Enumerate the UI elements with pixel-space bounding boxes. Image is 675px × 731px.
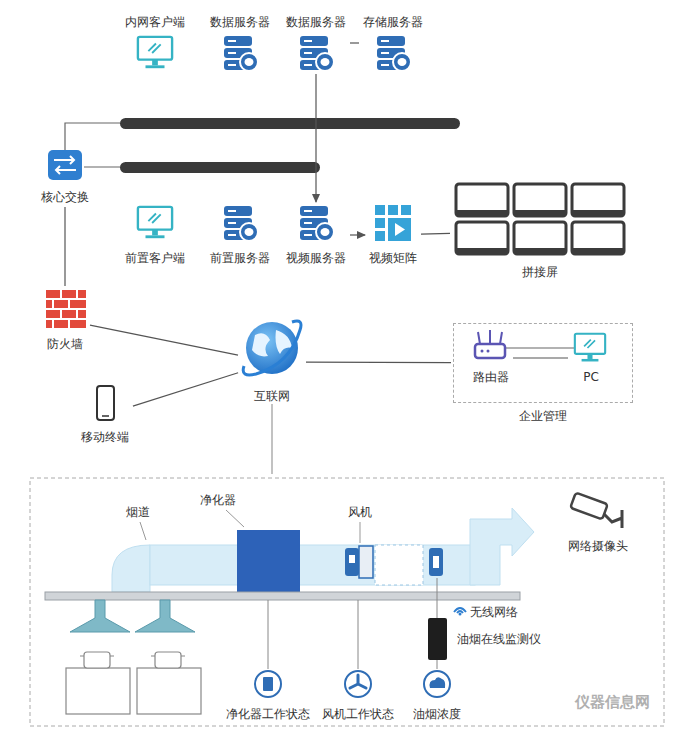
signal-label: 无线网络 xyxy=(470,604,518,620)
icon-space xyxy=(44,288,86,330)
node-label: 路由器 xyxy=(473,369,509,385)
node-label: 网络摄像头 xyxy=(568,538,628,554)
node-label: 净化器工作状态 xyxy=(226,706,310,722)
status-circle: 油烟浓度 xyxy=(411,670,463,722)
server-icon: 数据服务器 xyxy=(208,14,272,72)
status-circle: 风机工作状态 xyxy=(320,670,396,722)
icon-space xyxy=(429,618,451,660)
node-label: 前置客户端 xyxy=(125,250,185,266)
node-label: 移动终端 xyxy=(81,429,129,445)
node-label: 拼接屏 xyxy=(522,264,558,280)
icon-space xyxy=(572,331,610,363)
matrix-icon: 视频矩阵 xyxy=(367,204,419,266)
monitor-device: 油烟在线监测仪 xyxy=(427,618,543,660)
icon-space xyxy=(253,670,283,700)
connector xyxy=(350,42,359,43)
node-label: 数据服务器 xyxy=(286,14,346,30)
icon-space xyxy=(454,182,626,258)
status-circle: 净化器工作状态 xyxy=(224,670,312,722)
connector xyxy=(306,362,451,364)
icon-space xyxy=(343,670,373,700)
client-icon: 内网客户端 xyxy=(123,14,187,72)
node-label: 视频服务器 xyxy=(286,250,346,266)
server-icon: 前置服务器 xyxy=(208,204,272,266)
connector xyxy=(133,373,238,406)
part-label: 风机 xyxy=(348,504,372,520)
node-label: 前置服务器 xyxy=(210,250,270,266)
icon-space xyxy=(374,34,412,72)
icon-space xyxy=(221,204,259,244)
icon-space xyxy=(374,204,412,244)
part-label: 烟道 xyxy=(126,504,150,520)
icon-space xyxy=(297,204,335,244)
switch-icon: 核心交换 xyxy=(39,149,91,205)
node-label: 油烟浓度 xyxy=(413,706,461,722)
connector xyxy=(90,325,238,355)
node-label: 防火墙 xyxy=(47,336,83,352)
node-label: 数据服务器 xyxy=(210,14,270,30)
router-icon: 路由器 xyxy=(471,331,511,385)
connector xyxy=(315,74,316,202)
server-icon: 视频服务器 xyxy=(284,204,348,266)
watermark: 仪器信息网 xyxy=(575,694,650,710)
enterprise-group: 企业管理路由器PC xyxy=(453,323,633,403)
camera-icon: 网络摄像头 xyxy=(566,494,630,554)
server-icon: 存储服务器 xyxy=(361,14,425,72)
icon-space xyxy=(422,670,452,700)
icon-space xyxy=(570,494,626,532)
connector xyxy=(513,357,568,358)
node-label: 互联网 xyxy=(254,388,290,404)
icon-space xyxy=(221,34,259,72)
icon-space xyxy=(242,320,302,382)
icon-space xyxy=(47,149,83,183)
icon-space xyxy=(297,34,335,72)
node-label: 油烟在线监测仪 xyxy=(457,631,541,647)
internet-globe: 互联网 xyxy=(240,320,304,404)
connector xyxy=(64,207,65,286)
client-icon: 前置客户端 xyxy=(123,204,187,266)
connector xyxy=(421,233,450,235)
part-label: 净化器 xyxy=(200,492,236,508)
node-label: 核心交换 xyxy=(41,189,89,205)
connector xyxy=(350,234,365,235)
node-label: 风机工作状态 xyxy=(322,706,394,722)
mobile-terminal: 移动终端 xyxy=(79,385,131,445)
firewall-icon: 防火墙 xyxy=(42,288,88,352)
video-wall: 拼接屏 xyxy=(452,182,628,280)
server-icon: 数据服务器 xyxy=(284,14,348,72)
node-label: 内网客户端 xyxy=(125,14,185,30)
icon-space xyxy=(474,331,508,363)
node-label: 存储服务器 xyxy=(363,14,423,30)
group-label: 企业管理 xyxy=(454,408,632,424)
node-label: 视频矩阵 xyxy=(369,250,417,266)
pc-icon: PC xyxy=(570,331,612,385)
icon-space xyxy=(136,204,174,244)
icon-space xyxy=(95,385,115,423)
icon-space xyxy=(136,34,174,72)
node-label: PC xyxy=(583,369,599,385)
